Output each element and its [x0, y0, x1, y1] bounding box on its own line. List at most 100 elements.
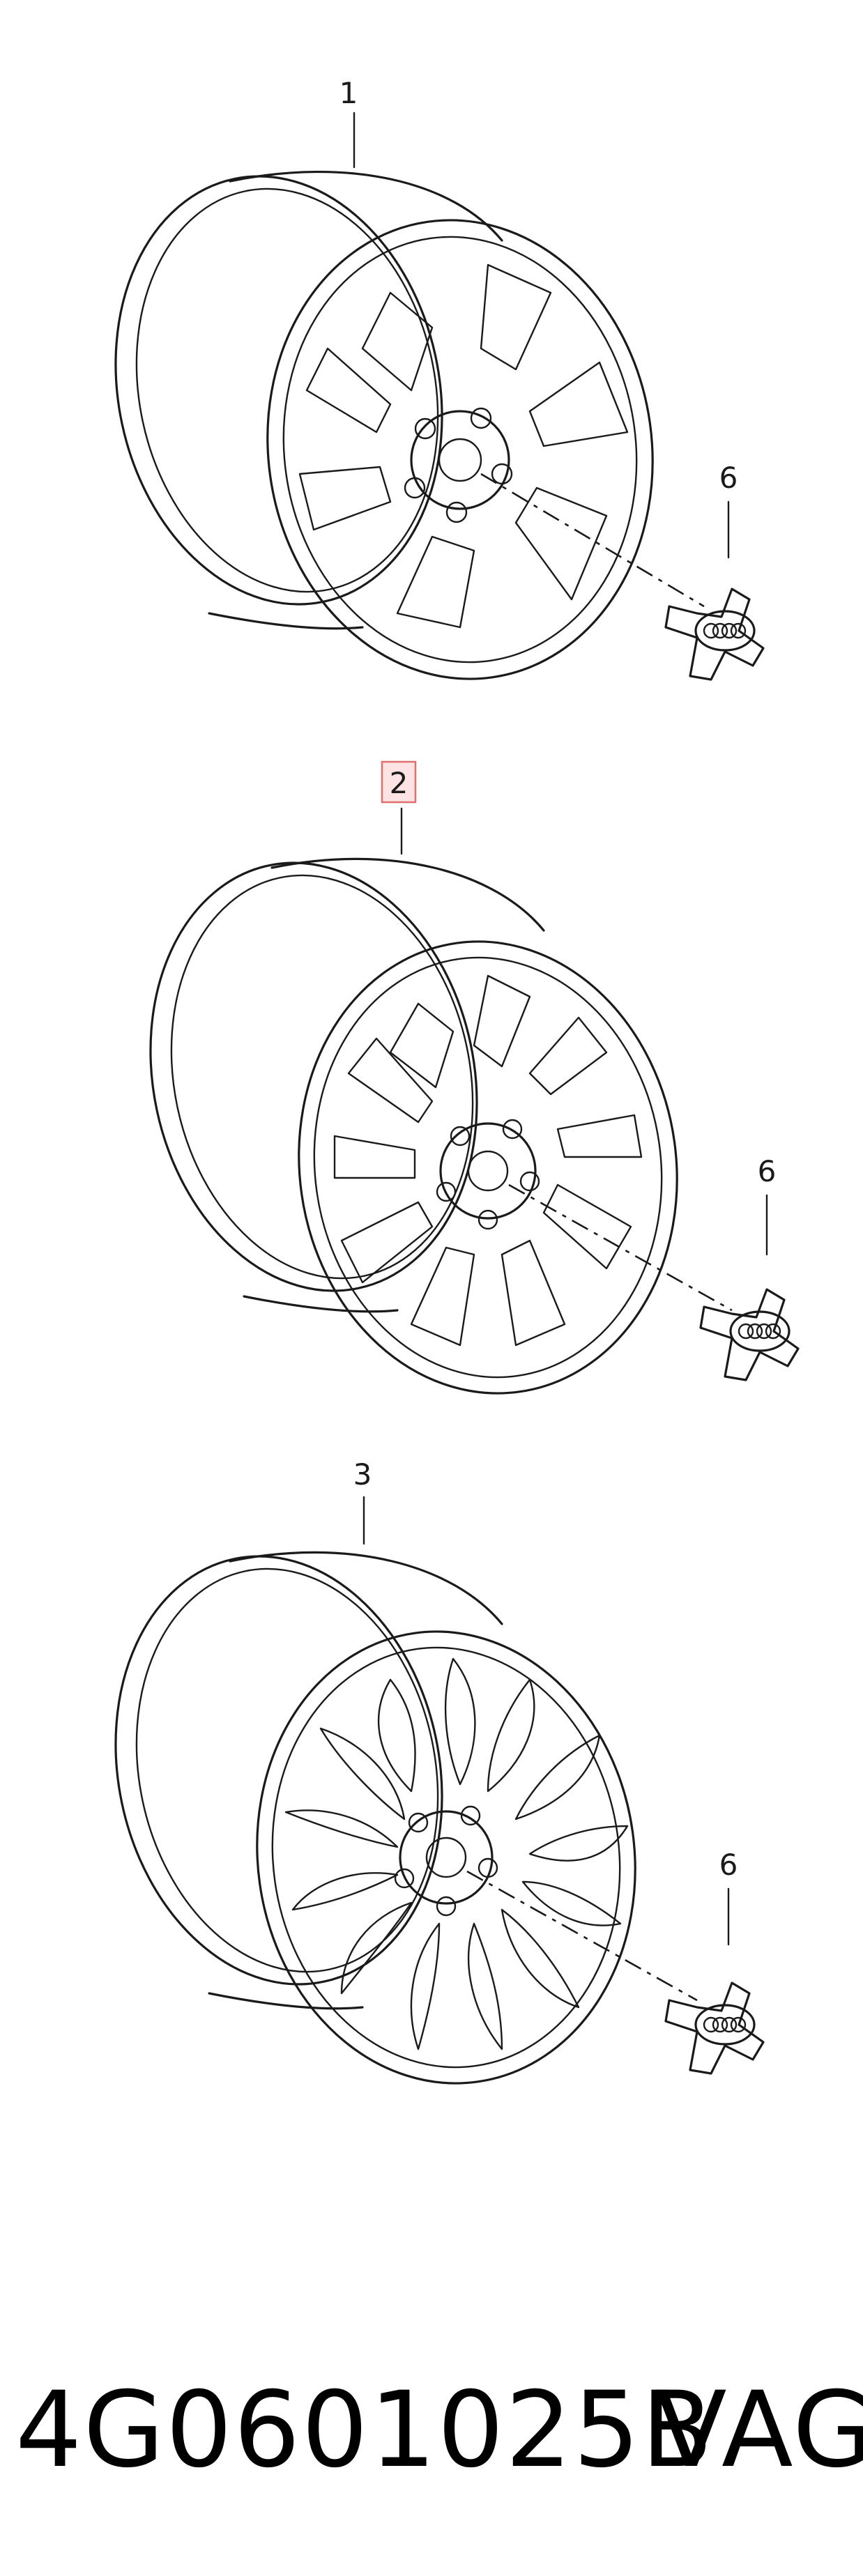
- wheel-3-window: [514, 1734, 601, 1820]
- wheel-1-window: [528, 361, 629, 447]
- wheel-1-lug-hole: [414, 417, 436, 440]
- wheel-2-window: [473, 974, 531, 1068]
- wheel-3-window: [444, 1657, 476, 1786]
- wheel-2-face-outer: [298, 940, 678, 1395]
- wheel-2-bottom-edge: [243, 1295, 399, 1313]
- wheel-2-window: [347, 1037, 434, 1124]
- wheel-2-window: [340, 1201, 434, 1284]
- rings-logo-icon: [765, 1323, 781, 1340]
- wheel-3-lug-hole: [460, 1805, 481, 1826]
- wheel-2-axis-line: [508, 1183, 733, 1312]
- center-cap-a-emblem: [694, 610, 756, 652]
- rings-logo-icon: [730, 622, 747, 639]
- wheel-2: 2: [149, 760, 733, 1395]
- wheel-3-window: [291, 1872, 399, 1911]
- wheel-1-window: [396, 535, 475, 629]
- center-cap-c-emblem: [694, 2004, 756, 2046]
- callout-2: 2: [390, 766, 408, 800]
- wheel-2-center-bore: [467, 1150, 509, 1192]
- wheel-2-top-edge: [270, 857, 545, 932]
- wheel-2-barrel-outer: [149, 861, 478, 1292]
- wheel-2-window: [410, 1246, 475, 1347]
- wheel-3-window: [340, 1901, 413, 1995]
- callout-6b: 6: [758, 1154, 777, 1188]
- wheel-1-lug-hole: [470, 407, 492, 429]
- callout-2-highlight: [381, 760, 417, 804]
- wheel-3-face-inner: [271, 1646, 621, 2069]
- wheel-1-barrel-inner: [135, 187, 439, 593]
- wheel-2-lug-hole: [502, 1119, 523, 1140]
- rings-logo-icon: [721, 2016, 738, 2033]
- wheel-3-barrel-outer: [114, 1555, 443, 1986]
- wheel-2-lug-hole: [436, 1181, 457, 1202]
- wheel-2-barrel-inner: [170, 874, 474, 1280]
- wheel-3-window: [501, 1908, 580, 2009]
- wheel-2-window: [528, 1016, 608, 1096]
- wheel-2-window: [333, 1135, 416, 1179]
- rings-logo-icon: [703, 2016, 719, 2033]
- wheel-3-lug-hole: [394, 1868, 415, 1889]
- wheel-2-hub: [439, 1122, 537, 1220]
- wheel-3-lug-hole: [478, 1857, 498, 1878]
- wheel-1-hub: [410, 410, 510, 510]
- wheel-3-window: [319, 1727, 406, 1820]
- wheel-2-lug-hole: [478, 1209, 498, 1230]
- wheel-1-window: [480, 263, 552, 371]
- wheel-1-face-outer: [266, 219, 654, 680]
- wheel-1-lug-hole: [404, 477, 426, 499]
- wheel-1-window: [305, 347, 392, 434]
- callout-1: 1: [339, 76, 358, 110]
- wheel-3-window: [284, 1809, 399, 1848]
- rings-logo-icon: [756, 1323, 772, 1340]
- wheel-2-window: [542, 1183, 632, 1270]
- rings-logo-icon: [712, 622, 728, 639]
- wheel-3-window: [467, 1922, 503, 2050]
- rings-logo-icon: [738, 1323, 754, 1340]
- wheel-3-window: [487, 1678, 535, 1793]
- rings-logo-icon: [730, 2016, 747, 2033]
- wheel-1-top-edge: [229, 171, 503, 242]
- wheel-3-window: [521, 1880, 622, 1926]
- wheel-2-lug-hole: [450, 1126, 471, 1147]
- center-cap-a: 6: [664, 461, 765, 681]
- center-cap-b-emblem: [729, 1310, 791, 1352]
- wheel-1-lug-hole: [445, 501, 468, 523]
- wheel-1-window: [361, 291, 434, 392]
- wheel-2-window: [501, 1239, 566, 1347]
- rings-logo-icon: [703, 622, 719, 639]
- wheel-3-lug-hole: [436, 1896, 457, 1917]
- footer: 4G0601025B VAG: [0, 2370, 863, 2509]
- wheel-1: 1: [114, 76, 705, 680]
- rings-logo-icon: [721, 622, 738, 639]
- wheel-3-hub: [399, 1810, 494, 1905]
- wheel-3-barrel-inner: [135, 1567, 439, 1973]
- wheel-2-window: [556, 1114, 643, 1158]
- wheel-2-window: [389, 1002, 455, 1089]
- wheel-2-face-inner: [313, 956, 663, 1379]
- rings-logo-icon: [747, 1323, 763, 1340]
- brand-label: VAG: [655, 2370, 863, 2491]
- callout-6a: 6: [719, 461, 738, 495]
- center-cap-a-body: [664, 588, 765, 681]
- wheel-3-center-bore: [425, 1837, 467, 1878]
- center-cap-c: 6: [664, 1848, 765, 2075]
- center-cap-b: 6: [699, 1154, 800, 1381]
- wheel-3-window: [377, 1678, 416, 1793]
- callout-6c: 6: [719, 1848, 738, 1882]
- wheel-1-window: [514, 486, 608, 601]
- wheel-1-center-bore: [438, 438, 482, 482]
- wheel-3: 3: [114, 1457, 698, 2085]
- wheel-1-window: [298, 466, 392, 531]
- wheel-3-window: [528, 1825, 629, 1862]
- wheel-1-face-inner: [282, 236, 638, 664]
- center-cap-b-body: [699, 1288, 800, 1381]
- center-cap-c-body: [664, 1981, 765, 2075]
- part-number: 4G0601025B: [15, 2370, 715, 2491]
- rings-logo-icon: [712, 2016, 728, 2033]
- wheel-3-top-edge: [229, 1551, 503, 1625]
- wheel-1-bottom-edge: [208, 612, 364, 630]
- wheel-2-lug-hole: [519, 1171, 540, 1192]
- wheel-3-bottom-edge: [208, 1992, 364, 2010]
- wheel-3-lug-hole: [408, 1812, 429, 1833]
